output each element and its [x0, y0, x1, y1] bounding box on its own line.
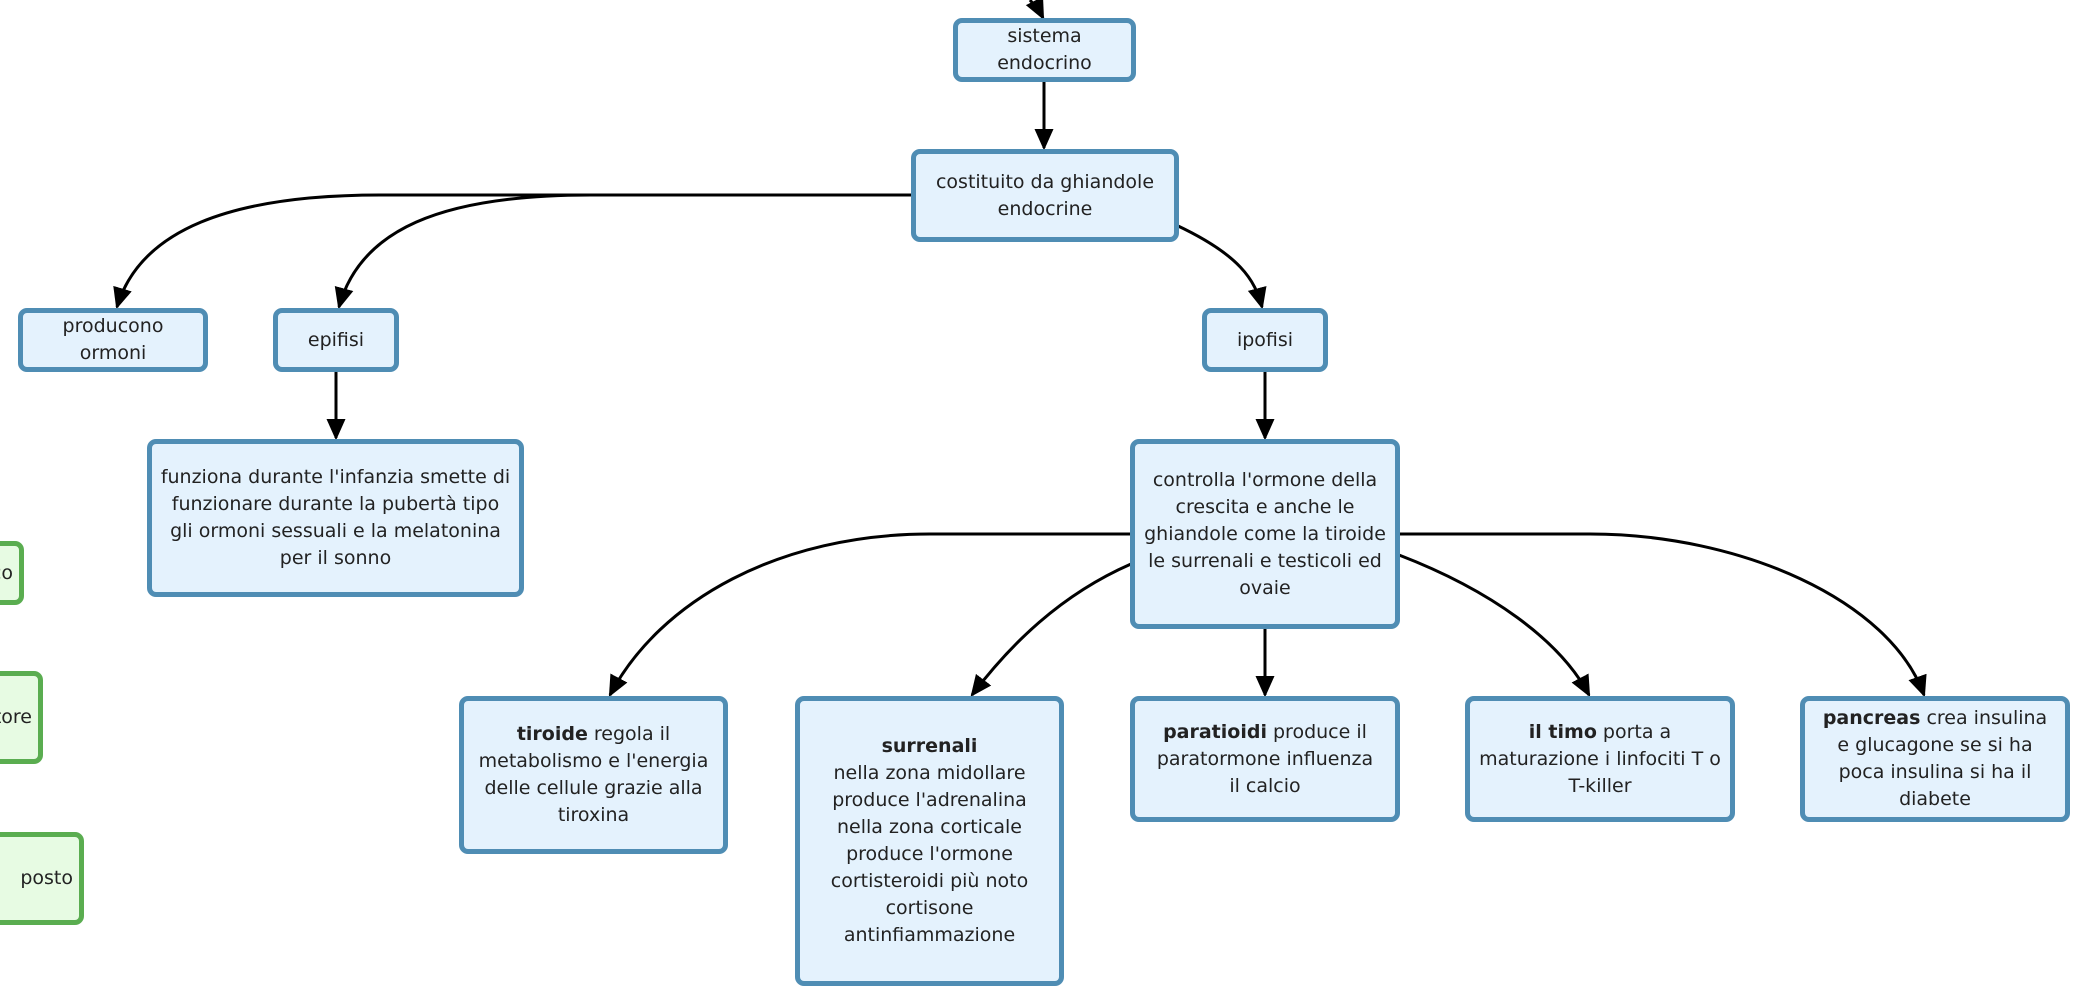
node-ipofisi-description[interactable]: controlla l'ormone della crescita e anch…	[1130, 439, 1400, 629]
node-title: paratioidi	[1163, 720, 1267, 743]
link-desc-surrenali	[970, 562, 1132, 697]
node-tiroide[interactable]: tiroide regola il metabolismo e l'energi…	[459, 696, 728, 854]
node-label: controlla l'ormone della crescita e anch…	[1144, 468, 1386, 599]
node-title: surrenali	[881, 735, 978, 757]
node-content: paratioidi produce il paratormone influe…	[1150, 719, 1380, 800]
node-partial-green-1[interactable]: co	[0, 541, 24, 605]
node-ipofisi[interactable]: ipofisi	[1202, 308, 1328, 372]
node-producono-ormoni[interactable]: producono ormoni	[18, 308, 208, 372]
node-surrenali[interactable]: surrenali nella zona midollare produce l…	[795, 696, 1064, 986]
node-costituito[interactable]: costituito da ghiandole endocrine	[911, 149, 1179, 242]
node-label: co	[0, 561, 13, 584]
node-label: funziona durante l'infanzia smette di fu…	[160, 466, 511, 569]
link-top-entry	[1025, 0, 1045, 21]
link-costituito-producono	[113, 193, 912, 310]
node-label: epifisi	[307, 328, 365, 351]
node-text-1: nella zona midollare produce l'adrenalin…	[832, 762, 1027, 811]
node-title: il timo	[1528, 720, 1597, 743]
node-label: producono ormoni	[62, 315, 164, 364]
node-paratioidi[interactable]: paratioidi produce il paratormone influe…	[1130, 696, 1400, 822]
node-content: pancreas crea insulina e glucagone se si…	[1815, 705, 2055, 813]
node-content: tiroide regola il metabolismo e l'energi…	[474, 721, 714, 829]
node-title: tiroide	[516, 723, 588, 745]
node-pancreas[interactable]: pancreas crea insulina e glucagone se si…	[1800, 696, 2070, 822]
node-label: ipofisi	[1236, 328, 1294, 351]
node-epifisi[interactable]: epifisi	[273, 308, 399, 372]
node-label: tore	[0, 706, 32, 728]
node-text: produce il paratormone influenza il calc…	[1156, 720, 1374, 797]
node-label: posto	[20, 867, 73, 889]
node-content: il timo porta a maturazione i linfociti …	[1476, 719, 1724, 800]
link-desc-timo	[1398, 553, 1591, 698]
node-text: porta a maturazione i linfociti T o T-ki…	[1479, 720, 1721, 797]
node-partial-green-3[interactable]: posto	[0, 832, 84, 925]
link-desc-tiroide	[608, 532, 1131, 698]
node-text: crea insulina e glucagone se si ha poca …	[1837, 707, 2048, 810]
link-desc-pancreas	[1399, 532, 1927, 698]
node-partial-green-2[interactable]: tore	[0, 671, 43, 764]
node-epifisi-description[interactable]: funziona durante l'infanzia smette di fu…	[147, 439, 524, 597]
link-costituito-ipofisi	[1175, 223, 1267, 310]
node-il-timo[interactable]: il timo porta a maturazione i linfociti …	[1465, 696, 1735, 822]
node-text: regola il metabolismo e l'energia delle …	[478, 723, 709, 826]
node-sistema-endocrino[interactable]: sistema endocrino	[953, 18, 1136, 82]
node-text-2: nella zona corticale produce l'ormone co…	[830, 816, 1029, 946]
link-costituito-epifisi	[334, 193, 912, 310]
node-label: costituito da ghiandole endocrine	[935, 170, 1155, 220]
node-label: sistema endocrino	[997, 25, 1092, 74]
node-content: surrenali nella zona midollare produce l…	[806, 733, 1053, 949]
node-title: pancreas	[1822, 707, 1921, 729]
